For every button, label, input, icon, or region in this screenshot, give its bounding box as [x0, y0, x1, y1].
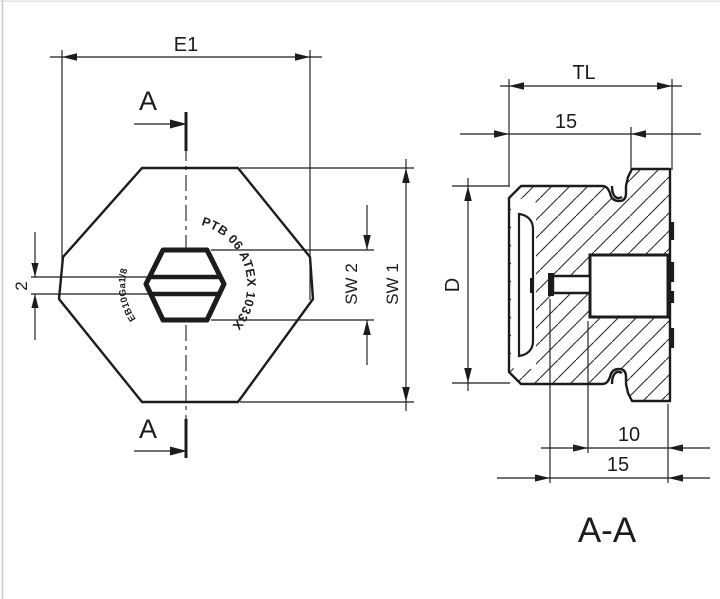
arrowhead [535, 474, 550, 482]
dimension-d: D [442, 178, 510, 391]
dimension-top-15: 15 [460, 111, 701, 173]
dim-slot-label: 2 [12, 281, 31, 290]
thread-marks [670, 222, 675, 348]
dim-10-label: 10 [618, 424, 640, 446]
arrowhead [363, 235, 371, 250]
marking-left: EB10Ga1/8 [117, 267, 138, 323]
disc-center-tick [530, 278, 534, 293]
dimension-tl: TL [500, 62, 682, 186]
arrowhead [170, 446, 187, 456]
dim-bottom-15-label: 15 [607, 454, 629, 476]
arrowhead [62, 53, 77, 61]
dim-top-15-label: 15 [555, 111, 577, 133]
arrowhead [402, 168, 410, 183]
front-view: PTB 06 ATEX 1033X EB10Ga1/8 E1 2 [12, 34, 414, 458]
dimension-sw2: SW 2 [342, 205, 371, 365]
arrowhead [509, 82, 524, 90]
dimension-e1: E1 [50, 34, 322, 300]
section-letter-bottom: A [139, 414, 157, 444]
vent-pin [551, 274, 592, 295]
arrowhead [464, 186, 472, 201]
arrowhead [31, 294, 39, 308]
arrowhead [657, 82, 672, 90]
dimension-bottom-15: 15 [497, 454, 710, 482]
section-letter-top: A [139, 86, 157, 116]
arrowhead [494, 130, 509, 138]
socket-hex-outline [143, 247, 227, 323]
section-arrow-bottom: A [134, 414, 188, 458]
arrowhead [668, 444, 683, 452]
dim-sw1-label: SW 1 [383, 263, 402, 305]
arrowhead [170, 119, 187, 129]
dimension-sw1: SW 1 [383, 159, 410, 411]
sealing-disc [517, 212, 535, 358]
dimension-slot-width: 2 [12, 232, 39, 340]
dim-e1-label: E1 [174, 34, 198, 56]
arrowhead [402, 387, 410, 402]
arrowhead [631, 130, 646, 138]
groove-curl-top [610, 185, 623, 200]
hex-socket [143, 247, 227, 323]
dim-tl-label: TL [572, 62, 595, 84]
arrowhead [295, 53, 310, 61]
insert-pocket [588, 253, 670, 319]
section-view: TL 15 D 10 [442, 62, 710, 550]
arrowhead [464, 368, 472, 383]
groove-curl-bottom [610, 370, 623, 385]
dimension-10: 10 [541, 424, 710, 452]
arrowhead [363, 320, 371, 335]
section-title: A-A [578, 511, 637, 550]
dim-sw2-label: SW 2 [342, 263, 361, 305]
arrowhead [668, 474, 683, 482]
dim-d-label: D [442, 278, 464, 292]
pin-tip [548, 273, 554, 296]
arrowhead [573, 444, 588, 452]
arrowhead [31, 263, 39, 277]
section-arrow-top: A [134, 86, 188, 151]
